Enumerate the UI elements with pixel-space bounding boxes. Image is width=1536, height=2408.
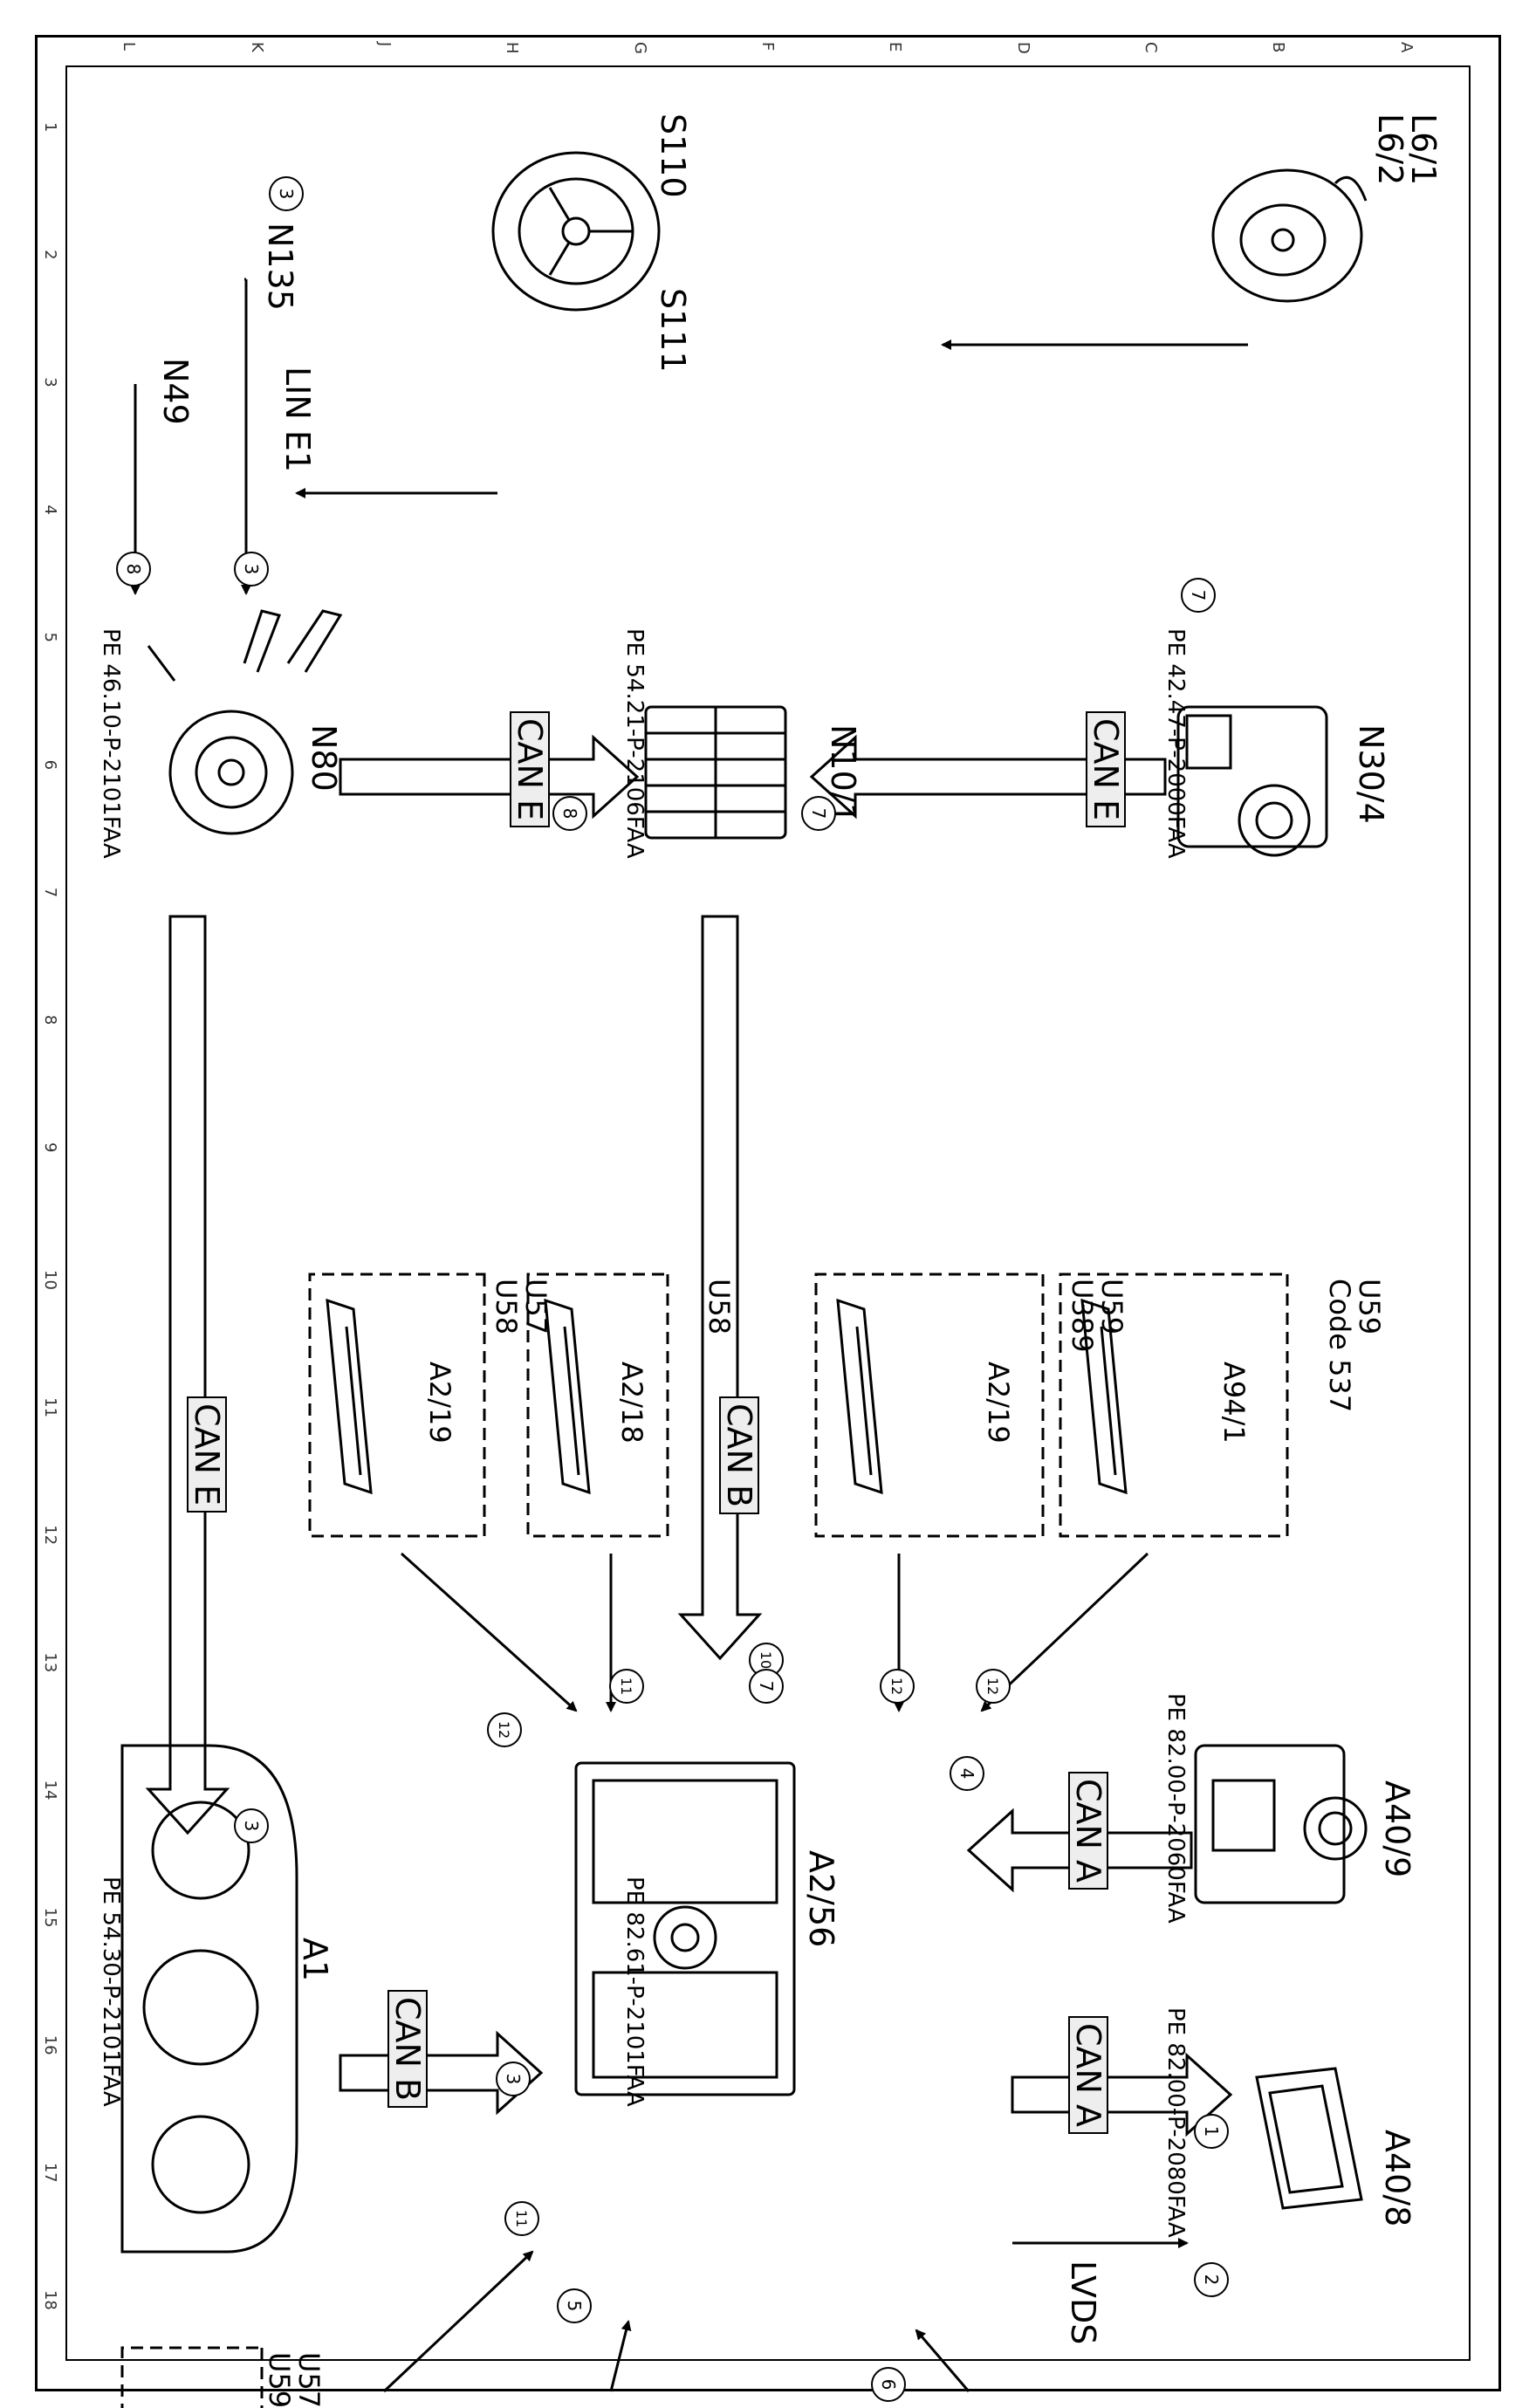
a1-icon (120, 1744, 298, 2254)
circle-number-c8-n80: 8 (552, 796, 587, 831)
label-n30-4: N30/4 (1352, 724, 1390, 824)
can-b-line-n10-a2 (677, 915, 763, 1661)
circle-number-c8-n49: 8 (116, 552, 151, 587)
bus-can-b-n10-a2: CAN B (719, 1396, 759, 1515)
a40-9-icon (1194, 1744, 1368, 1904)
dashed-box-a94-1 (1059, 1273, 1289, 1538)
dashed-box-part-1: A94/1 (1217, 1362, 1251, 1444)
ref-a40-8[interactable]: PE 82.00-P-2080FAA (1162, 2007, 1189, 2238)
label-a1: A1 (296, 1938, 334, 1982)
n80-icon (147, 609, 343, 835)
ref-a1[interactable]: PE 54.30-P-2101FAA (98, 1876, 124, 2107)
circle-number-c3-canb: 3 (496, 2062, 531, 2096)
circle-number-c6: 6 (871, 2367, 906, 2402)
steering-wheel-icon (491, 151, 661, 312)
circle-number-c12-a: 12 (976, 1669, 1011, 1704)
module-icon-a2-18 (544, 1298, 591, 1495)
ref-a2-56[interactable]: PE 82.61-P-2101FAA (621, 1876, 648, 2107)
label-s110: S110 (654, 113, 692, 198)
a40-8-icon (1255, 2067, 1363, 2210)
circle-number-c1: 1 (1194, 2114, 1229, 2149)
arrow-a2-19-u57 (400, 1552, 578, 1712)
module-icon-a94-1 (1080, 1298, 1128, 1495)
can-e-line-n80-a1 (145, 915, 230, 1835)
can-e-arrow-n80-n10 (339, 734, 640, 820)
arrow-bottom-6 (915, 2329, 970, 2392)
label-s111: S111 (654, 288, 692, 373)
bus-can-e-n80-n10: CAN E (510, 711, 550, 828)
module-icon-a2-19-u57 (326, 1298, 373, 1495)
circle-number-c3-n135: 3 (269, 176, 304, 211)
circle-number-c3-a1: 3 (234, 1808, 269, 1843)
circle-number-c11-b: 11 (504, 2201, 539, 2236)
label-a40-8: A40/8 (1378, 2130, 1416, 2227)
label-n135: N135 (261, 223, 299, 311)
bus-can-a-a40-8: CAN A (1068, 2016, 1108, 2135)
circle-number-c3-lin: 3 (234, 552, 269, 587)
circle-number-c5: 5 (557, 2288, 592, 2323)
bus-can-e-n80-a1: CAN E (187, 1396, 227, 1513)
circle-number-c7-b: 7 (749, 1669, 784, 1704)
arrow-bottom-5 (609, 2320, 632, 2392)
label-n49: N49 (156, 358, 195, 425)
ref-a40-9[interactable]: PE 82.00-P-2060FAA (1162, 1693, 1189, 1924)
a2-56-icon (574, 1761, 796, 2096)
module-icon-a2-19-u389 (836, 1298, 883, 1495)
n30-4-icon (1176, 705, 1328, 857)
dashed-box-a2-19-u389 (814, 1273, 1045, 1538)
circle-number-c4: 4 (950, 1756, 984, 1791)
dashed-box-text-1: U59 Code 537 (1323, 1279, 1386, 1413)
label-l6: L6/1 L6/2 (1371, 113, 1443, 186)
bus-lvds: LVDS (1064, 2261, 1102, 2345)
dashed-box-text-4: U57 U58 (490, 1279, 552, 1335)
dashed-box-part-4: A2/19 (423, 1362, 456, 1444)
label-n80: N80 (305, 724, 343, 792)
circle-number-c7-n30: 7 (1181, 578, 1216, 613)
circle-number-c12-b: 12 (880, 1669, 915, 1704)
circle-number-c11-a: 11 (609, 1669, 644, 1704)
dashed-box-a2-19-u57 (308, 1273, 486, 1538)
dashed-box-a2-18 (526, 1273, 669, 1538)
ref-n10-1[interactable]: PE 54.21-P-2106FAA (621, 628, 648, 859)
dashed-box-part-3: A2/18 (615, 1362, 648, 1444)
brake-disc-icon (1211, 168, 1368, 303)
label-a40-9: A40/9 (1378, 1780, 1416, 1878)
ref-n80[interactable]: PE 46.10-P-2101FAA (98, 628, 124, 859)
arrow-bottom-11 (382, 2250, 534, 2393)
ref-n30-4[interactable]: PE 42.47-P-2000FAA (1162, 628, 1189, 859)
circle-number-c12-c: 12 (487, 1712, 522, 1747)
bottom-box-text: U57 U59 (263, 2352, 326, 2408)
circle-number-c7-n10: 7 (801, 796, 836, 831)
dashed-box-bottom (120, 2346, 264, 2408)
bus-can-b-a1: CAN B (387, 1990, 428, 2109)
dashed-box-part-2: A2/19 (982, 1362, 1015, 1444)
circle-number-c2: 2 (1194, 2262, 1229, 2297)
n10-1-icon (644, 705, 787, 840)
dashed-box-text-2: U59 U389 (1066, 1279, 1128, 1353)
bus-can-e-n30-n10: CAN E (1086, 711, 1126, 828)
bus-can-a-a40-9: CAN A (1068, 1772, 1108, 1890)
dashed-box-text-3: U58 (703, 1279, 736, 1335)
label-lin-e1: LIN E1 (278, 367, 317, 473)
label-a2-56: A2/56 (802, 1850, 840, 1948)
